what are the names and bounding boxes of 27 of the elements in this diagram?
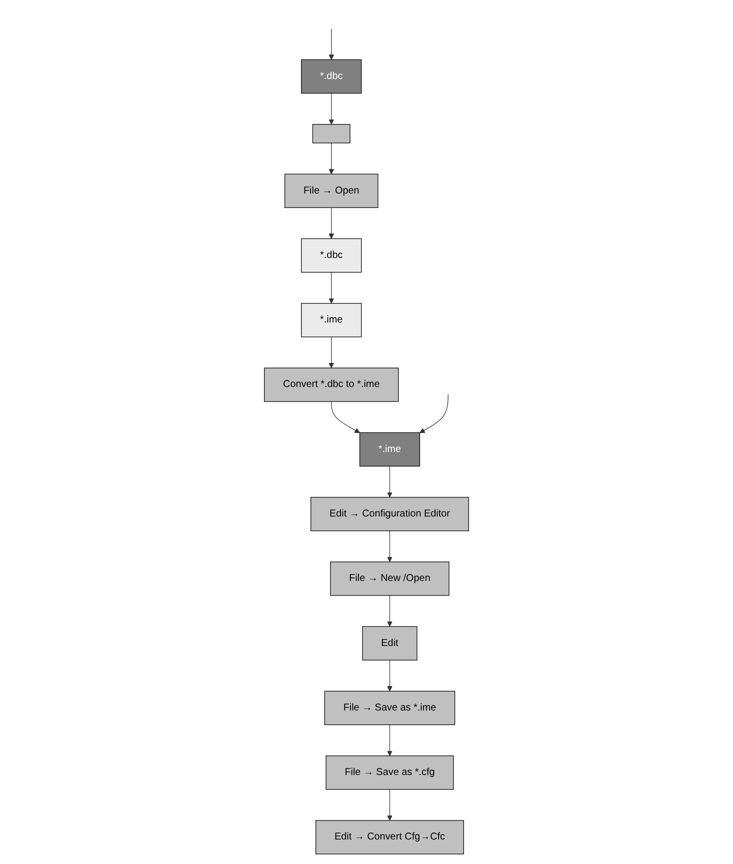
arrow xyxy=(331,401,360,434)
arrow xyxy=(387,530,392,562)
node-box: Edit → Convert Cfg→Cfc xyxy=(316,820,464,854)
node-box: *.dbc xyxy=(301,238,362,273)
node-box: File → Save as *.cfg xyxy=(326,756,454,790)
arrow xyxy=(387,595,392,627)
node-box: File → Save as *.ime xyxy=(324,690,456,726)
node-box: File → Open xyxy=(284,174,378,208)
arrow xyxy=(328,92,334,125)
arrow xyxy=(328,336,334,368)
arrow xyxy=(387,466,392,498)
arrow xyxy=(387,724,392,756)
arrow xyxy=(328,28,334,60)
arrow xyxy=(328,142,334,174)
arrow xyxy=(419,394,448,434)
node-box: *.dbc xyxy=(301,59,362,94)
arrow xyxy=(328,207,334,239)
arrow xyxy=(387,789,392,821)
arrow xyxy=(328,272,334,304)
node-box: Convert *.dbc to *.ime xyxy=(264,368,399,402)
arrow xyxy=(387,660,392,692)
node-box: File → New /Open xyxy=(330,562,450,596)
node-box: Edit xyxy=(362,626,418,660)
node-box: Edit → Configuration Editor xyxy=(310,496,469,532)
node-box: *.ime xyxy=(301,303,362,338)
node-box: *.ime xyxy=(359,432,420,466)
node-box xyxy=(312,124,350,144)
